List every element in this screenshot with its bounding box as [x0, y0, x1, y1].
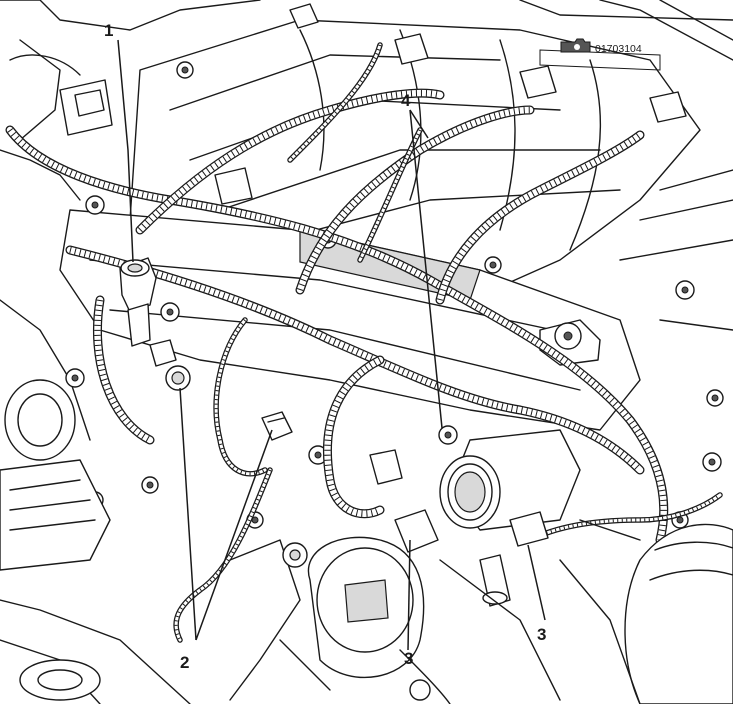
camera-icon [560, 38, 591, 53]
throttle-body [369, 429, 581, 607]
firewall-and-body-panels [0, 0, 733, 441]
sensor-1 [59, 79, 157, 347]
callout-4: 4 [401, 91, 411, 110]
lower-engine [229, 536, 561, 704]
alternator [0, 379, 191, 704]
callout-2: 2 [180, 653, 189, 672]
callout-1: 1 [104, 21, 113, 40]
ignition-coil-connectors [214, 3, 687, 205]
bolts [65, 61, 724, 529]
wiring-harness [5, 88, 669, 545]
reference-code: 01703104 [595, 43, 642, 55]
leader-lines [117, 39, 590, 651]
injector-connectors [149, 339, 293, 441]
figure-reference: 01703104 [560, 38, 642, 55]
intake-duct [559, 519, 733, 704]
callout-labels: 1 2 3 3 4 [104, 21, 546, 672]
callout-3-right: 3 [537, 625, 546, 644]
callout-3-left: 3 [404, 649, 413, 668]
